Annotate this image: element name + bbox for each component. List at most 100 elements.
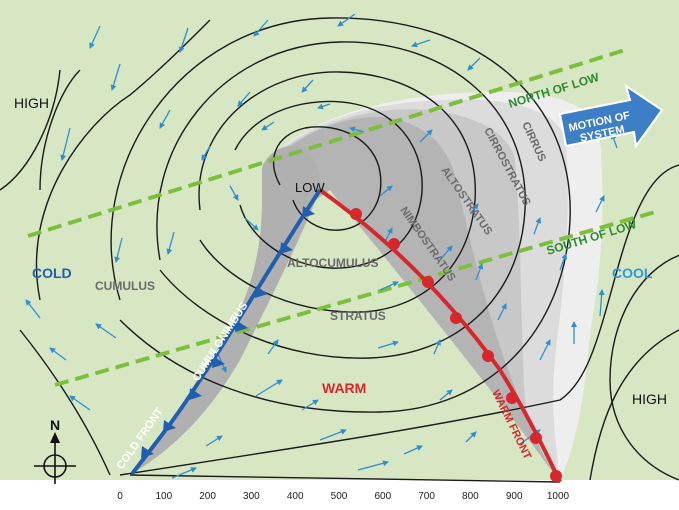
wind-arrow-icon: [159, 109, 171, 129]
wind-arrow-icon: [559, 253, 568, 271]
scale-background: [0, 480, 679, 505]
wind-arrow-icon: [533, 217, 542, 235]
cold-front-triangle-icon: [255, 286, 268, 298]
wind-arrow-icon: [433, 339, 441, 355]
wind-arrow-icon: [178, 27, 189, 53]
wind-arrow-icon: [229, 185, 239, 201]
wind-arrow-icon: [301, 399, 319, 411]
scale-tick-label: 0: [117, 491, 123, 502]
wind-arrow-icon: [439, 245, 453, 261]
cold-front: [130, 188, 322, 476]
wind-arrow-icon: [349, 126, 365, 133]
scale-tick-label: 200: [199, 491, 216, 502]
north-arrow-icon: [50, 432, 60, 443]
wind-arrow-icon: [201, 145, 211, 161]
isobar: [272, 126, 382, 231]
warm-front-semicircle-icon: [388, 238, 400, 250]
wind-arrow-icon: [357, 460, 389, 471]
motion-arrow: MOTION OF SYSTEM: [558, 83, 664, 149]
wind-arrow-icon: [69, 395, 91, 411]
wind-arrow-icon: [95, 323, 117, 339]
high-left-label: HIGH: [14, 95, 49, 111]
wind-arrow-icon: [377, 340, 399, 349]
wind-arrow-icon: [267, 339, 279, 355]
warm-front: [318, 188, 562, 483]
wind-arrow-icon: [595, 195, 605, 213]
wind-arrow-icon: [49, 347, 67, 361]
isobar: [198, 71, 476, 313]
wind-arrow-icon: [110, 63, 121, 91]
wind-arrow-icon: [598, 289, 605, 317]
wind-arrow-icon: [419, 129, 433, 143]
warm-label: WARM: [322, 380, 366, 396]
wind-arrow-icon: [255, 379, 283, 397]
compass-north-label: N: [50, 417, 60, 433]
warm-front-semicircle-icon: [482, 350, 494, 362]
wind-arrow-icon: [403, 445, 423, 455]
warm-front-semicircle-icon: [530, 432, 542, 444]
wind-arrow-icon: [166, 231, 175, 255]
wind-arrow-icon: [114, 237, 123, 263]
scale-tick-label: 600: [374, 491, 391, 502]
warm-front-semicircle-icon: [450, 312, 462, 324]
altocumulus-label: ALTOCUMULUS: [287, 256, 379, 270]
cold-front-triangle-icon: [163, 420, 176, 432]
wind-arrow-icon: [205, 435, 223, 447]
isobar: [0, 69, 61, 191]
wind-arrow-icon: [253, 19, 269, 37]
isobar: [35, 19, 211, 301]
scale-tick-label: 500: [331, 491, 348, 502]
scale-tick-label: 800: [462, 491, 479, 502]
wind-arrow-icon: [379, 185, 393, 197]
isobar: [234, 100, 423, 269]
wind-arrow-icon: [60, 127, 71, 161]
isobar: [19, 329, 111, 476]
cold-front-triangle-icon: [189, 388, 202, 400]
wind-arrow-icon: [497, 303, 507, 321]
wind-arrow-icon: [411, 39, 431, 48]
cold-label: COLD: [32, 265, 72, 281]
wind-arrow-icon: [319, 428, 347, 441]
low-label: LOW: [295, 180, 325, 195]
isobar: [110, 17, 571, 413]
isobar: [129, 474, 561, 483]
stratus-label: STRATUS: [330, 309, 386, 323]
wind-arrow-icon: [539, 339, 551, 361]
cold-front-triangle-icon: [302, 206, 315, 218]
wind-arrow-icon: [317, 103, 331, 110]
isobar: [609, 254, 679, 481]
isobar: [156, 41, 526, 359]
cool-label: COOL: [612, 265, 653, 281]
cold-front-triangle-icon: [280, 242, 293, 254]
wind-arrows: [25, 13, 618, 479]
scale-tick-label: 400: [287, 491, 304, 502]
wind-arrow-icon: [379, 281, 399, 291]
isobar: [589, 329, 679, 481]
wind-arrow-icon: [244, 217, 259, 231]
warm-front-semicircle-icon: [350, 208, 362, 220]
compass: N: [34, 417, 76, 484]
wind-arrow-icon: [261, 121, 275, 131]
wind-arrow-icon: [465, 431, 477, 443]
wind-arrow-icon: [385, 227, 393, 241]
scale-tick-label: 300: [243, 491, 260, 502]
wind-arrow-icon: [301, 79, 314, 93]
cold-front-triangle-icon: [141, 446, 154, 458]
wind-arrow-icon: [469, 203, 479, 215]
scale-tick-label: 900: [506, 491, 523, 502]
cold-front-triangle-icon: [235, 320, 248, 332]
wind-arrow-icon: [237, 91, 251, 107]
wind-arrow-icon: [439, 389, 453, 401]
scale-tick-label: 100: [155, 491, 172, 502]
wind-arrow-icon: [467, 57, 481, 71]
warm-front-semicircle-icon: [506, 392, 518, 404]
warm-front-semicircle-icon: [550, 470, 562, 482]
cold-front-triangle-icon: [212, 356, 225, 368]
wind-arrow-icon: [171, 467, 197, 479]
wind-arrow-icon: [337, 13, 356, 27]
wind-arrow-icon: [89, 25, 101, 49]
isobar: [39, 69, 81, 191]
scale-tick-label: 1000: [547, 491, 570, 502]
